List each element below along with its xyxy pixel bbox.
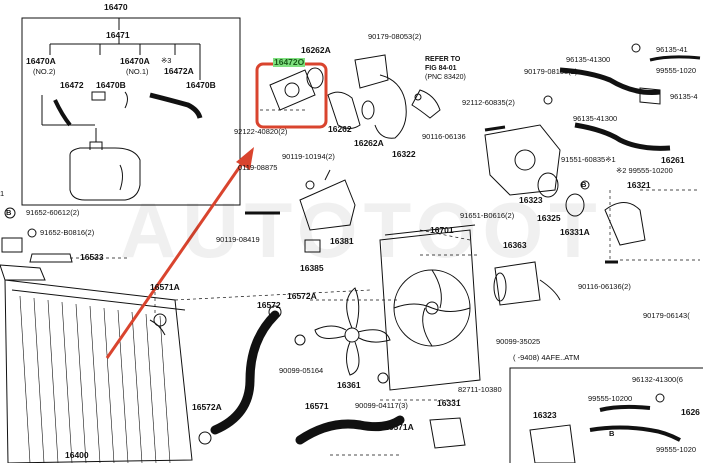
label-90116-06136-a: 90116-06136 [422, 132, 466, 141]
label-96132-41300: 96132-41300(6 [632, 375, 683, 384]
label-16572a-mid: 16572A [287, 291, 317, 301]
label-circle-b2: B [581, 180, 587, 189]
label-16363: 16363 [503, 240, 527, 250]
label-90179-08053: 90179-08053(2) [368, 32, 422, 41]
label-16261: 16261 [661, 155, 685, 165]
label-9408-4afe-atm: ( -9408) 4AFE..ATM [513, 353, 580, 362]
label-96135-41-right: 96135-41 [656, 45, 688, 54]
label-16385: 16385 [300, 263, 324, 273]
label-16321: 16321 [627, 180, 651, 190]
label-16470a-no2: 16470A [26, 56, 56, 66]
label-16470a-no1: 16470A [120, 56, 150, 66]
label-16325: 16325 [537, 213, 561, 223]
label-96135-41300-a: 96135-41300 [566, 55, 611, 64]
label-16571: 16571 [305, 401, 329, 411]
label-16701: 16701 [430, 225, 454, 235]
label-16322: 16322 [392, 149, 416, 159]
label-90179-08153: 90179-08153(2) [524, 67, 578, 76]
label-no2: (NO.2) [33, 67, 56, 76]
fan-shroud-shape [379, 224, 481, 391]
label-16572a-left: 16572A [192, 402, 222, 412]
label-82711-10380: 82711-10380 [458, 385, 502, 394]
label-16470b-a: 16470B [96, 80, 126, 90]
label-96135-41300-b: 96135-41300 [573, 114, 618, 123]
label-90119-08875: 0119-08875 [238, 163, 278, 172]
label-star3: ※3 [161, 56, 172, 65]
label-16571a-bottom: 16571A [384, 422, 414, 432]
label-16400: 16400 [65, 450, 89, 460]
label-90179-06143: 90179-06143( [643, 311, 690, 320]
watermark: AUTOTOOT [120, 186, 603, 274]
label-16572: 16572 [257, 300, 281, 310]
label-90099-35025: 90099-35025 [496, 337, 541, 346]
label-edge-1: 1 [0, 189, 5, 198]
label-16470: 16470 [104, 2, 128, 12]
label-92122-40820: 92122-40820(2) [234, 127, 288, 136]
label-90119-10194: 90119-10194(2) [282, 152, 335, 161]
label-16331: 16331 [437, 398, 461, 408]
label-16323: 16323 [519, 195, 543, 205]
label-99555-10200: 99555-10200 [588, 394, 633, 403]
label-91551-60835: 91551-60835※1 [561, 155, 616, 164]
label-16361: 16361 [337, 380, 361, 390]
note-refer-2: FIG 84-01 [425, 65, 457, 72]
label-16262a-b: 16262A [354, 138, 384, 148]
label-16471: 16471 [106, 30, 130, 40]
label-90099-04117: 90099-04117(3) [355, 401, 408, 410]
label-92112-60835: 92112-60835(2) [462, 98, 515, 107]
label-16470b-b: 16470B [186, 80, 216, 90]
label-91651-b0616: 91651-B0616(2) [460, 211, 515, 220]
label-96135-4-right: 96135-4 [670, 92, 698, 101]
label-16472: 16472 [60, 80, 84, 90]
label-1626-right: 1626 [681, 407, 700, 417]
label-99555-1020-right: 99555-1020 [656, 445, 697, 454]
radiator-shape [0, 264, 193, 463]
reservoir-inset-box [21, 17, 241, 206]
red-arrow-head [236, 147, 254, 170]
label-90119-08419: 90119-08419 [216, 235, 260, 244]
label-16472a: 16472A [164, 66, 194, 76]
label-90116-06136-b: 90116-06136(2) [578, 282, 631, 291]
label-16323-bottom: 16323 [533, 410, 557, 420]
label-99555-102-right: 99555-1020 [656, 66, 697, 75]
note-refer-3: (PNC 83420) [425, 74, 466, 81]
thermostat-housing-shape [484, 124, 561, 196]
reservoir-tank-shape [69, 147, 141, 201]
label-91652-b0816: 91652-B0816(2) [40, 228, 95, 237]
label-90099-05164: 90099-05164 [279, 366, 324, 375]
label-star2-99555: ※2 99555-10200 [616, 166, 673, 175]
label-16533: 16533 [80, 252, 104, 262]
label-no1: (NO.1) [126, 67, 149, 76]
label-16472o: 16472O [273, 57, 306, 67]
label-circle-b3: B [609, 429, 615, 438]
label-16381: 16381 [330, 236, 354, 246]
label-16571a: 16571A [150, 282, 180, 292]
note-refer-1: REFER TO [425, 56, 461, 63]
fan-blade-shape [314, 287, 391, 376]
label-16331a: 16331A [560, 227, 590, 237]
label-circle-b1: B [6, 208, 12, 217]
outlet-gasket-shape [269, 69, 316, 111]
label-16262a-top: 16262A [301, 45, 331, 55]
label-16262: 16262 [328, 124, 352, 134]
label-91652-60612: 91652-60612(2) [26, 208, 80, 217]
